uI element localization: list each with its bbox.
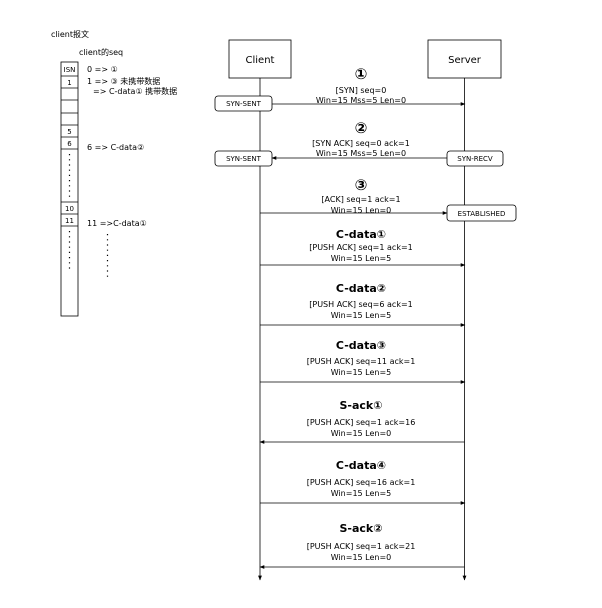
msg-4-line2: Win=15 Len=5 (331, 254, 392, 263)
msg-8-line1: [PUSH ACK] seq=16 ack=1 (307, 478, 416, 487)
msg-2-line1: [SYN ACK] seq=0 ack=1 (312, 139, 410, 148)
msg-7-line2: Win=15 Len=0 (331, 429, 392, 438)
msg-2-title: ② (355, 119, 368, 137)
client-label: Client (246, 55, 275, 66)
state-syn-recv-label: SYN-RECV (457, 155, 493, 163)
seq-note-cdata1: => C-data① 携带数据 (93, 86, 177, 96)
server-label: Server (448, 55, 482, 66)
msg-9-line1: [PUSH ACK] seq=1 ack=21 (307, 542, 416, 551)
left-panel-subtitle: client的seq (79, 47, 123, 57)
seq-note-1: 1 => ③ 未携带数据 (87, 76, 160, 86)
msg-2-line2: Win=15 Mss=5 Len=0 (316, 149, 406, 158)
msg-7-title: S-ack① (339, 399, 382, 412)
seq-note-6: 6 => C-data② (87, 143, 144, 152)
msg-9-title: S-ack② (339, 522, 382, 535)
msg-8-line2: Win=15 Len=5 (331, 489, 392, 498)
seq-note-11: 11 =>C-data① (87, 219, 147, 228)
seq-cell-10: 10 (65, 205, 74, 213)
seq-cell-11: 11 (65, 217, 74, 225)
state-syn-sent-1-label: SYN-SENT (226, 100, 262, 108)
msg-1-line2: Win=15 Mss=5 Len=0 (316, 96, 406, 105)
client-box (228, 39, 292, 79)
seq-cell-1: 1 (67, 79, 71, 87)
msg-6-line2: Win=15 Len=5 (331, 368, 392, 377)
msg-3-line1: [ACK] seq=1 ack=1 (321, 195, 400, 204)
msg-5-line2: Win=15 Len=5 (331, 311, 392, 320)
msg-1-line1: [SYN] seq=0 (336, 86, 387, 95)
seq-cell-isn: ISN (64, 66, 76, 74)
msg-4-line1: [PUSH ACK] seq=1 ack=1 (309, 243, 413, 252)
msg-8-title: C-data④ (336, 459, 386, 472)
msg-7-line1: [PUSH ACK] seq=1 ack=16 (307, 418, 416, 427)
seq-cell-5: 5 (67, 128, 71, 136)
msg-5-line1: [PUSH ACK] seq=6 ack=1 (309, 300, 413, 309)
msg-6-title: C-data③ (336, 339, 386, 352)
msg-9-line2: Win=15 Len=0 (331, 553, 392, 562)
server-box (427, 39, 502, 79)
msg-6-line1: [PUSH ACK] seq=11 ack=1 (307, 357, 416, 366)
seq-note-isn: 0 => ① (87, 65, 118, 74)
state-syn-sent-1 (214, 95, 273, 112)
seq-column-box (60, 61, 79, 317)
state-established-label: ESTABLISHED (458, 210, 506, 218)
msg-5-title: C-data② (336, 282, 386, 295)
msg-1-title: ① (355, 65, 368, 83)
msg-3-title: ③ (355, 176, 368, 194)
msg-3-line2: Win=15 Len=0 (331, 206, 392, 215)
left-panel-title: client报文 (51, 29, 89, 39)
msg-4-title: C-data① (336, 228, 386, 241)
state-syn-recv (446, 150, 504, 167)
state-syn-sent-2-label: SYN-SENT (226, 155, 262, 163)
seq-cell-6: 6 (67, 140, 72, 148)
